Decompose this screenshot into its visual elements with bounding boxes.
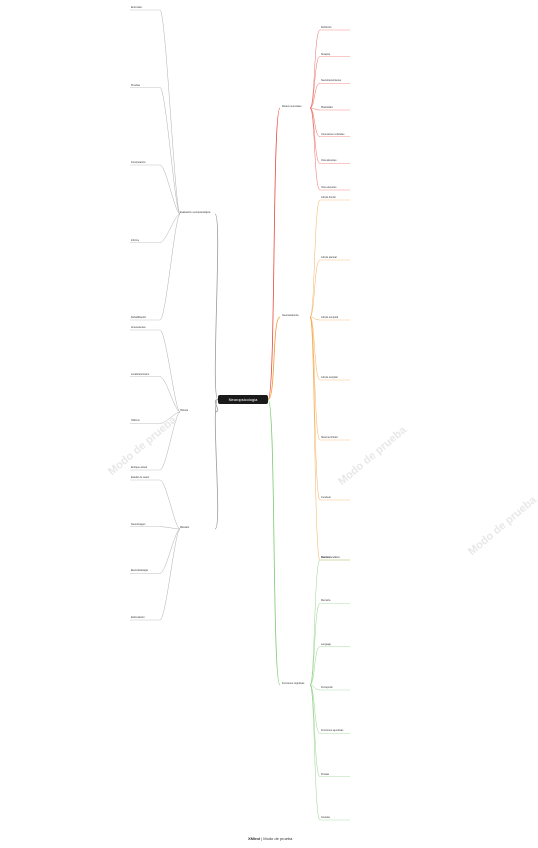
leaf-topic[interactable]: Praxias — [321, 772, 329, 776]
connector — [309, 559, 321, 686]
leaf-topic[interactable]: Conexiones corticales — [321, 132, 345, 136]
leaf-topic[interactable]: Pruebas — [131, 83, 140, 87]
leaf-topic[interactable]: Lóbulo frontal — [321, 196, 336, 199]
branch-historia[interactable]: Historia — [180, 409, 189, 412]
connector — [159, 9, 181, 215]
leaf-topic[interactable]: Electrofisiología — [131, 569, 148, 573]
connector — [214, 399, 219, 413]
connector — [309, 56, 321, 109]
connector — [309, 646, 321, 686]
connector — [159, 411, 181, 424]
leaf-topic[interactable]: Sistema límbico — [321, 436, 338, 439]
leaf-topic[interactable]: Holismo — [131, 419, 140, 423]
leaf-topic[interactable]: Memoria — [321, 599, 331, 603]
leaf-topic[interactable]: Vías aferentes — [321, 159, 337, 163]
connector — [159, 164, 181, 215]
leaf-topic[interactable]: Rehabilitación — [131, 316, 147, 319]
leaf-topic[interactable]: Neuroimagen — [131, 522, 146, 526]
connector — [267, 316, 281, 400]
leaf-topic[interactable]: Definición — [321, 26, 332, 29]
connector — [309, 684, 321, 821]
connector — [267, 399, 281, 686]
branch-funciones[interactable]: Funciones cognitivas — [282, 682, 305, 685]
connector — [309, 83, 321, 109]
connector — [159, 411, 181, 471]
leaf-topic[interactable]: Localizacionismo — [131, 372, 150, 376]
leaf-topic[interactable]: Estimulación — [131, 616, 145, 619]
branch-metodos[interactable]: Métodos — [180, 526, 190, 529]
leaf-topic[interactable]: Funciones ejecutivas — [321, 729, 344, 733]
connector — [309, 316, 321, 441]
leaf-topic[interactable]: Lóbulo parietal — [321, 256, 337, 259]
connector — [159, 376, 181, 413]
leaf-topic[interactable]: Atención — [321, 556, 331, 559]
connector — [309, 316, 321, 321]
connector — [159, 479, 181, 530]
branch-neuroanatomia[interactable]: Neuroanatomía — [282, 314, 299, 317]
connector — [214, 399, 219, 530]
leaf-topic[interactable]: Lóbulo temporal — [321, 316, 339, 319]
leaf-topic[interactable]: Sinapsis — [321, 52, 331, 56]
connector — [267, 107, 281, 400]
leaf-topic[interactable]: Antecedentes — [131, 326, 146, 329]
connector — [159, 528, 181, 574]
leaf-topic[interactable]: Vías eferentes — [321, 186, 337, 189]
root-topic[interactable]: Neuropsicologia — [218, 395, 268, 404]
connector — [309, 684, 321, 734]
footer: XMind | Modo de prueba — [248, 836, 293, 841]
connector — [309, 107, 321, 164]
leaf-topic[interactable]: Cerebelo — [321, 496, 331, 499]
branch-evaluacion[interactable]: Evaluación neuropsicológica — [180, 211, 211, 214]
connector — [159, 528, 181, 621]
leaf-topic[interactable]: Estudio de casos — [131, 476, 150, 479]
connector — [309, 684, 321, 777]
connector — [309, 29, 321, 109]
leaf-topic[interactable]: Enfoque actual — [131, 466, 147, 469]
connector — [159, 87, 181, 215]
connector — [309, 107, 321, 111]
connector — [309, 107, 321, 191]
connector — [309, 316, 321, 381]
connector — [309, 199, 321, 318]
leaf-topic[interactable]: Lenguaje — [321, 642, 331, 646]
connector — [309, 684, 321, 691]
leaf-topic[interactable]: Informe — [131, 238, 140, 242]
connector — [214, 213, 219, 400]
leaf-topic[interactable]: Gnosias — [321, 816, 330, 819]
connector — [309, 259, 321, 318]
leaf-topic[interactable]: Interpretación — [131, 161, 146, 164]
connector — [159, 213, 181, 321]
connector — [309, 316, 321, 501]
connector — [159, 329, 181, 413]
connector — [159, 526, 181, 530]
leaf-topic[interactable]: Entrevista — [131, 6, 142, 9]
plan-label: Modo de prueba — [263, 836, 293, 841]
leaf-topic[interactable]: Neurotransmisores — [321, 79, 342, 83]
leaf-topic[interactable]: Tronco encefálico — [321, 556, 340, 559]
branch-redes-neuronales[interactable]: Redes neuronales — [282, 105, 302, 108]
leaf-topic[interactable]: Percepción — [321, 686, 333, 689]
leaf-topic[interactable]: Lóbulo occipital — [321, 376, 338, 379]
connector — [309, 107, 321, 137]
connector — [159, 213, 181, 243]
brand-label: XMind — [248, 836, 260, 841]
leaf-topic[interactable]: Plasticidad — [321, 106, 333, 109]
